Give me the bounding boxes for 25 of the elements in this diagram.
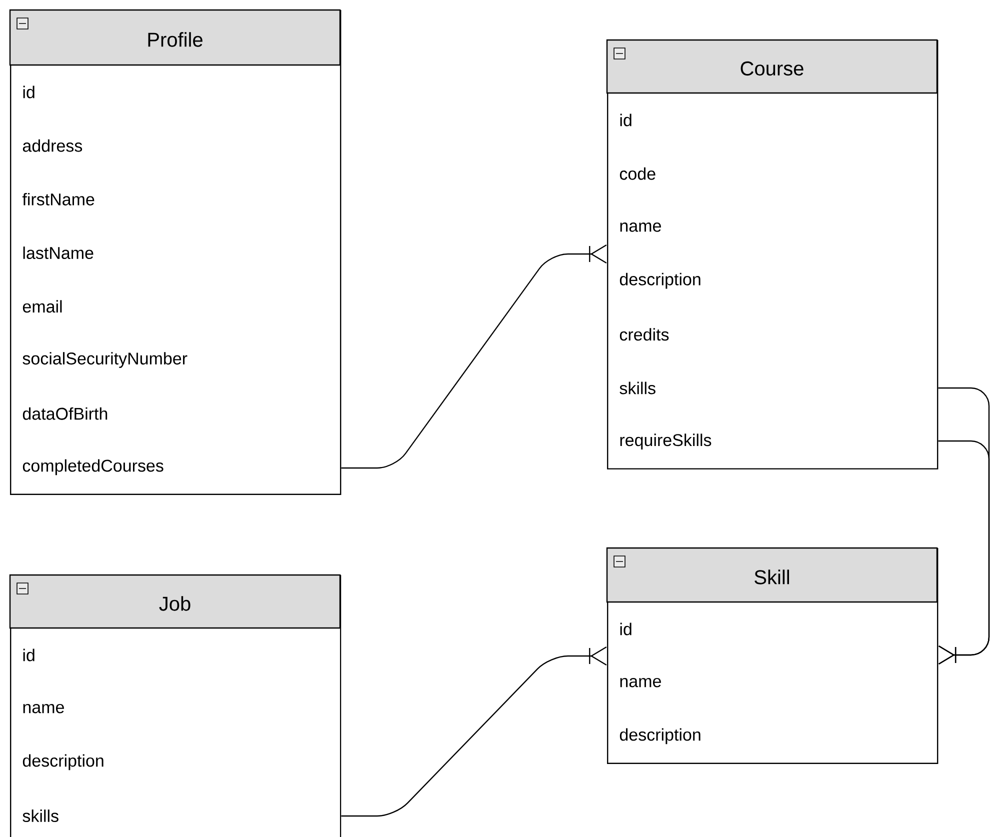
field-row: id xyxy=(23,86,34,98)
field-row: name xyxy=(23,704,64,714)
field-row: id xyxy=(620,114,632,126)
field-row: skills xyxy=(22,810,58,822)
field-row: address xyxy=(22,139,82,152)
field-row: id xyxy=(23,648,34,662)
field-row: name xyxy=(620,222,661,232)
field-row: name xyxy=(620,678,661,688)
field-row: lastName xyxy=(23,246,94,260)
field-row: code xyxy=(620,167,656,180)
field-row: description xyxy=(620,272,700,289)
relationship-line xyxy=(341,646,607,817)
relationship-line xyxy=(341,244,607,469)
field-row: firstName xyxy=(22,192,94,206)
field-row: completedCourses xyxy=(22,459,164,476)
field-row: skills xyxy=(620,382,656,394)
field-row: description xyxy=(620,728,700,744)
field-row: id xyxy=(620,622,632,636)
field-row: requireSkills xyxy=(620,434,712,450)
field-row: dataOfBirth xyxy=(22,407,108,420)
field-row: description xyxy=(22,754,104,770)
field-row: credits xyxy=(620,328,669,341)
field-row: email xyxy=(22,300,62,313)
field-row: socialSecurityNumber xyxy=(22,352,188,368)
relationship-line xyxy=(938,440,990,664)
